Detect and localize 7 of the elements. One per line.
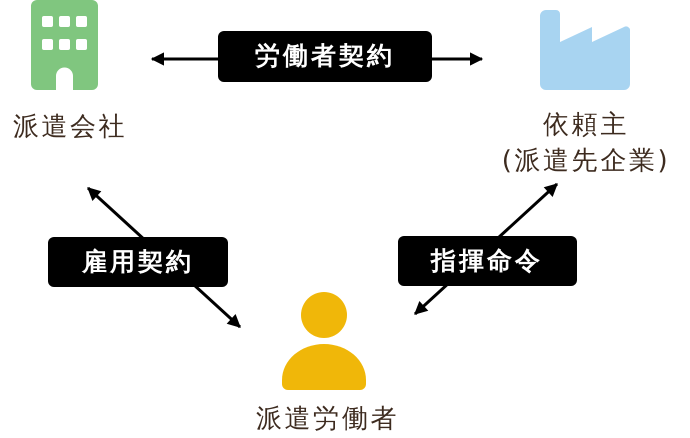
node-label: 派遣労働者 xyxy=(255,403,400,436)
edge-label: 雇用契約 xyxy=(48,236,228,286)
edge-label: 労働者契約 xyxy=(218,30,432,82)
edge-label: 指揮命令 xyxy=(398,236,576,286)
node-label: (派遣先企業) xyxy=(500,145,672,178)
node-label: 依頼主 xyxy=(542,109,630,142)
node-label: 派遣会社 xyxy=(12,111,128,144)
